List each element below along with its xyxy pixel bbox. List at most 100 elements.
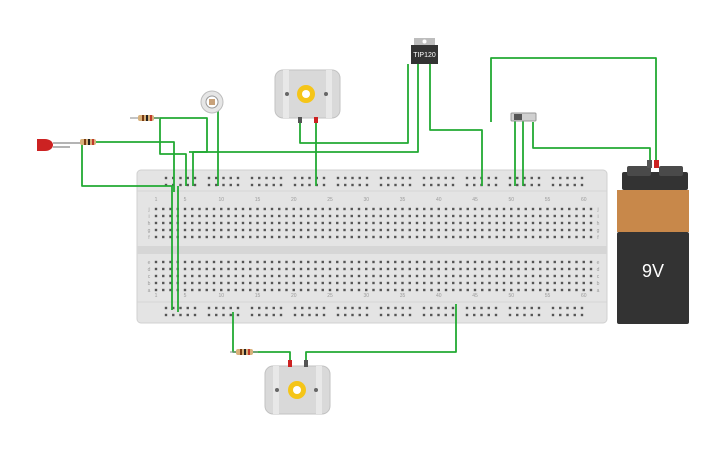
- breadboard-hole[interactable]: [250, 183, 254, 187]
- breadboard-hole[interactable]: [480, 313, 483, 317]
- breadboard-hole[interactable]: [328, 235, 332, 239]
- breadboard-hole[interactable]: [508, 313, 512, 317]
- breadboard-hole[interactable]: [365, 281, 368, 285]
- breadboard-hole[interactable]: [495, 260, 498, 264]
- breadboard-hole[interactable]: [452, 274, 455, 278]
- breadboard-hole[interactable]: [473, 207, 477, 211]
- led-icon[interactable]: [37, 139, 82, 151]
- breadboard-hole[interactable]: [551, 183, 555, 187]
- breadboard-hole[interactable]: [372, 207, 375, 211]
- breadboard-hole[interactable]: [279, 306, 283, 310]
- breadboard-hole[interactable]: [169, 214, 172, 218]
- breadboard-hole[interactable]: [336, 281, 339, 285]
- breadboard-hole[interactable]: [423, 214, 426, 218]
- breadboard-hole[interactable]: [466, 288, 469, 292]
- breadboard-hole[interactable]: [537, 313, 541, 317]
- breadboard-hole[interactable]: [401, 274, 404, 278]
- breadboard-hole[interactable]: [307, 267, 310, 271]
- breadboard-hole[interactable]: [466, 214, 469, 218]
- breadboard-hole[interactable]: [365, 313, 369, 317]
- breadboard-hole[interactable]: [365, 235, 368, 239]
- breadboard-hole[interactable]: [589, 207, 593, 211]
- breadboard-hole[interactable]: [205, 267, 208, 271]
- breadboard-hole[interactable]: [517, 267, 520, 271]
- breadboard-hole[interactable]: [227, 221, 230, 225]
- breadboard-hole[interactable]: [220, 228, 223, 232]
- breadboard-hole[interactable]: [430, 214, 433, 218]
- dc-motor-icon[interactable]: [274, 69, 341, 123]
- breadboard-hole[interactable]: [589, 235, 593, 239]
- breadboard-hole[interactable]: [256, 235, 259, 239]
- breadboard-hole[interactable]: [278, 281, 281, 285]
- breadboard-hole[interactable]: [430, 228, 433, 232]
- breadboard-hole[interactable]: [299, 235, 303, 239]
- breadboard-hole[interactable]: [422, 176, 426, 180]
- breadboard-hole[interactable]: [236, 183, 240, 187]
- breadboard-hole[interactable]: [241, 235, 245, 239]
- breadboard-hole[interactable]: [415, 260, 419, 264]
- breadboard-hole[interactable]: [249, 214, 252, 218]
- breadboard-hole[interactable]: [589, 221, 593, 225]
- breadboard-hole[interactable]: [415, 267, 419, 271]
- breadboard-hole[interactable]: [162, 235, 165, 239]
- breadboard-hole[interactable]: [423, 207, 426, 211]
- breadboard-hole[interactable]: [516, 183, 519, 187]
- breadboard-hole[interactable]: [256, 221, 259, 225]
- breadboard-hole[interactable]: [524, 260, 527, 264]
- breadboard-hole[interactable]: [452, 214, 455, 218]
- breadboard-hole[interactable]: [423, 274, 426, 278]
- breadboard-hole[interactable]: [553, 267, 556, 271]
- breadboard-hole[interactable]: [531, 260, 535, 264]
- breadboard-hole[interactable]: [207, 176, 211, 180]
- breadboard-hole[interactable]: [575, 235, 578, 239]
- breadboard-hole[interactable]: [220, 281, 223, 285]
- breadboard-hole[interactable]: [394, 260, 397, 264]
- breadboard-hole[interactable]: [444, 281, 448, 285]
- breadboard-hole[interactable]: [299, 274, 303, 278]
- breadboard-hole[interactable]: [510, 274, 513, 278]
- breadboard-hole[interactable]: [249, 228, 252, 232]
- breadboard-hole[interactable]: [580, 176, 584, 180]
- breadboard-hole[interactable]: [517, 281, 520, 285]
- breadboard-hole[interactable]: [321, 288, 324, 292]
- breadboard-hole[interactable]: [502, 260, 506, 264]
- breadboard-hole[interactable]: [386, 235, 390, 239]
- breadboard-hole[interactable]: [473, 235, 477, 239]
- breadboard-hole[interactable]: [292, 260, 295, 264]
- breadboard-hole[interactable]: [386, 260, 390, 264]
- breadboard-hole[interactable]: [473, 221, 477, 225]
- breadboard-hole[interactable]: [164, 176, 168, 180]
- breadboard-hole[interactable]: [357, 267, 361, 271]
- breadboard-hole[interactable]: [292, 267, 295, 271]
- breadboard-hole[interactable]: [154, 260, 158, 264]
- breadboard-hole[interactable]: [220, 214, 223, 218]
- breadboard-hole[interactable]: [510, 281, 513, 285]
- breadboard-hole[interactable]: [510, 221, 513, 225]
- breadboard-hole[interactable]: [205, 207, 208, 211]
- breadboard-hole[interactable]: [162, 288, 165, 292]
- breadboard-hole[interactable]: [278, 228, 281, 232]
- breadboard-hole[interactable]: [328, 214, 332, 218]
- breadboard-hole[interactable]: [372, 228, 375, 232]
- breadboard-hole[interactable]: [154, 267, 158, 271]
- breadboard-hole[interactable]: [459, 228, 462, 232]
- breadboard-hole[interactable]: [314, 274, 317, 278]
- breadboard-hole[interactable]: [314, 288, 317, 292]
- breadboard-hole[interactable]: [250, 313, 254, 317]
- breadboard-hole[interactable]: [573, 176, 576, 180]
- breadboard-hole[interactable]: [546, 207, 549, 211]
- breadboard-hole[interactable]: [551, 176, 555, 180]
- breadboard-hole[interactable]: [265, 176, 268, 180]
- breadboard-hole[interactable]: [215, 313, 218, 317]
- breadboard-hole[interactable]: [408, 214, 411, 218]
- breadboard-hole[interactable]: [568, 267, 571, 271]
- breadboard-hole[interactable]: [285, 235, 288, 239]
- breadboard-hole[interactable]: [265, 313, 268, 317]
- breadboard-hole[interactable]: [292, 288, 295, 292]
- breadboard-hole[interactable]: [423, 281, 426, 285]
- breadboard-hole[interactable]: [516, 306, 519, 310]
- breadboard-hole[interactable]: [430, 221, 433, 225]
- breadboard-hole[interactable]: [154, 228, 158, 232]
- breadboard-hole[interactable]: [234, 207, 237, 211]
- breadboard-hole[interactable]: [236, 176, 240, 180]
